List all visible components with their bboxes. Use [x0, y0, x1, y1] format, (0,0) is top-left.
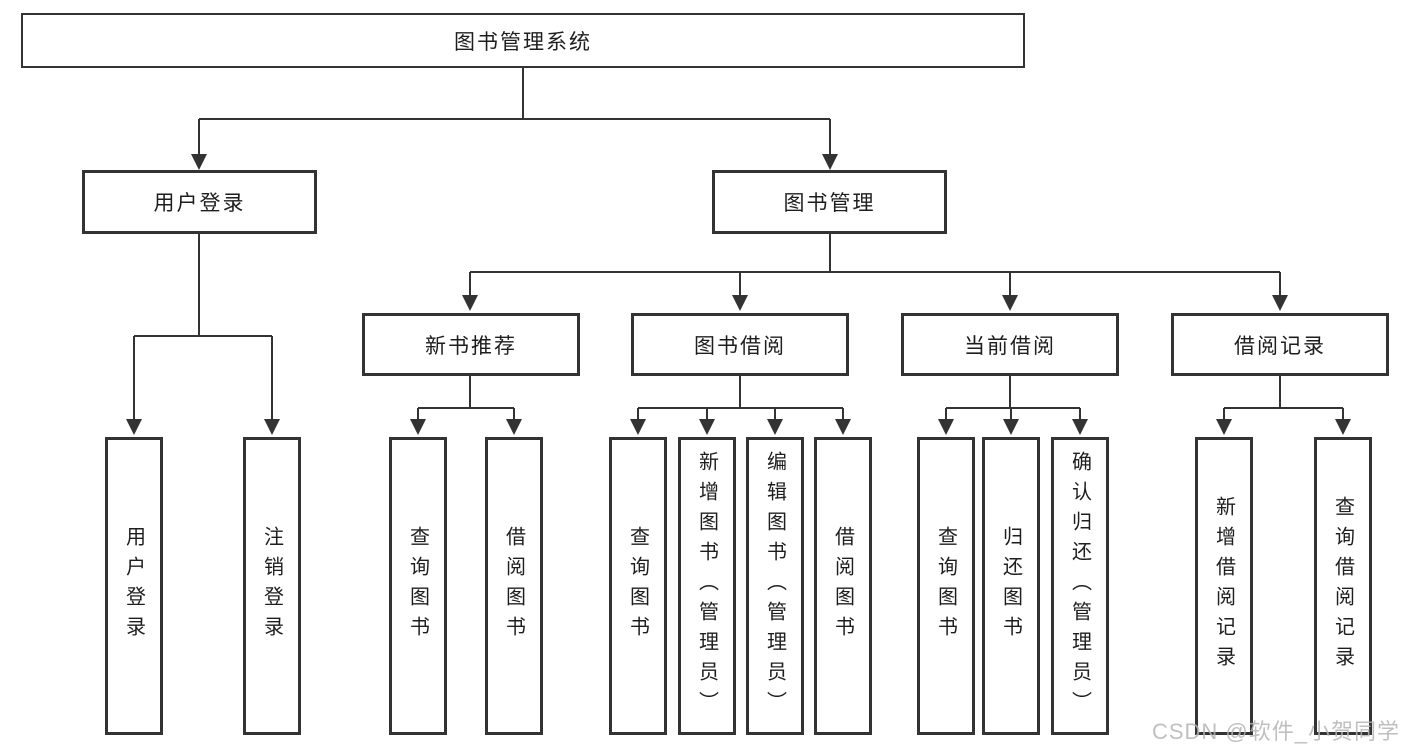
- connector-user-login-children: [126, 234, 280, 435]
- leaf-borrow-books-recommend: 借阅图书: [485, 437, 543, 735]
- node-book-borrow: 图书借阅: [631, 313, 849, 376]
- watermark: CSDN @软件_小贺同学: [1151, 719, 1400, 744]
- node-borrow-record: 借阅记录: [1171, 313, 1389, 376]
- node-label: 借阅图书: [502, 526, 525, 646]
- node-user-login: 用户登录: [82, 170, 317, 234]
- leaf-edit-book-admin: 编辑图书（管理员）: [746, 437, 804, 735]
- leaf-query-books-recommend: 查询图书: [389, 437, 447, 735]
- node-label: 注销登录: [260, 526, 283, 646]
- leaf-add-book-admin: 新增图书（管理员）: [678, 437, 736, 735]
- node-label: 图书借阅: [694, 334, 786, 358]
- node-label: 查询图书: [626, 526, 649, 646]
- connector-borrow-record-children: [1216, 376, 1351, 435]
- node-label: 归还图书: [999, 526, 1022, 646]
- leaf-return-books: 归还图书: [982, 437, 1040, 735]
- node-label: 新增图书（管理员）: [695, 451, 718, 721]
- node-label: 借阅图书: [831, 526, 854, 646]
- leaf-borrow-books-borrow: 借阅图书: [814, 437, 872, 735]
- node-label: 借阅记录: [1234, 334, 1326, 358]
- leaf-query-books-current: 查询图书: [917, 437, 975, 735]
- node-label: 用户登录: [122, 526, 145, 646]
- leaf-query-borrow-record: 查询借阅记录: [1314, 437, 1372, 735]
- node-label: 确认归还（管理员）: [1068, 451, 1091, 721]
- node-label: 查询图书: [934, 526, 957, 646]
- connector-new-book-recommend-children: [410, 376, 522, 435]
- connector-current-borrow-children: [938, 376, 1088, 435]
- node-new-book-recommend: 新书推荐: [362, 313, 580, 376]
- leaf-confirm-return-admin: 确认归还（管理员）: [1051, 437, 1109, 735]
- leaf-logout: 注销登录: [243, 437, 301, 735]
- node-book-management: 图书管理: [712, 170, 947, 234]
- node-label: 图书管理系统: [454, 30, 592, 54]
- connector-book-management-children: [462, 234, 1288, 311]
- node-label: 图书管理: [783, 192, 876, 215]
- node-root-library-system: 图书管理系统: [21, 13, 1025, 68]
- node-label: 用户登录: [153, 192, 246, 215]
- leaf-user-login: 用户登录: [105, 437, 163, 735]
- node-label: 当前借阅: [964, 334, 1056, 358]
- node-label: 新增借阅记录: [1212, 496, 1235, 676]
- node-current-borrow: 当前借阅: [901, 313, 1119, 376]
- connector-root-to-level2: [191, 68, 838, 170]
- node-label: 查询借阅记录: [1331, 496, 1354, 676]
- leaf-add-borrow-record: 新增借阅记录: [1195, 437, 1253, 735]
- node-label: 编辑图书（管理员）: [763, 451, 786, 721]
- node-label: 新书推荐: [425, 334, 517, 358]
- leaf-query-books-borrow: 查询图书: [609, 437, 667, 735]
- node-label: 查询图书: [406, 526, 429, 646]
- connector-book-borrow-children: [630, 376, 851, 435]
